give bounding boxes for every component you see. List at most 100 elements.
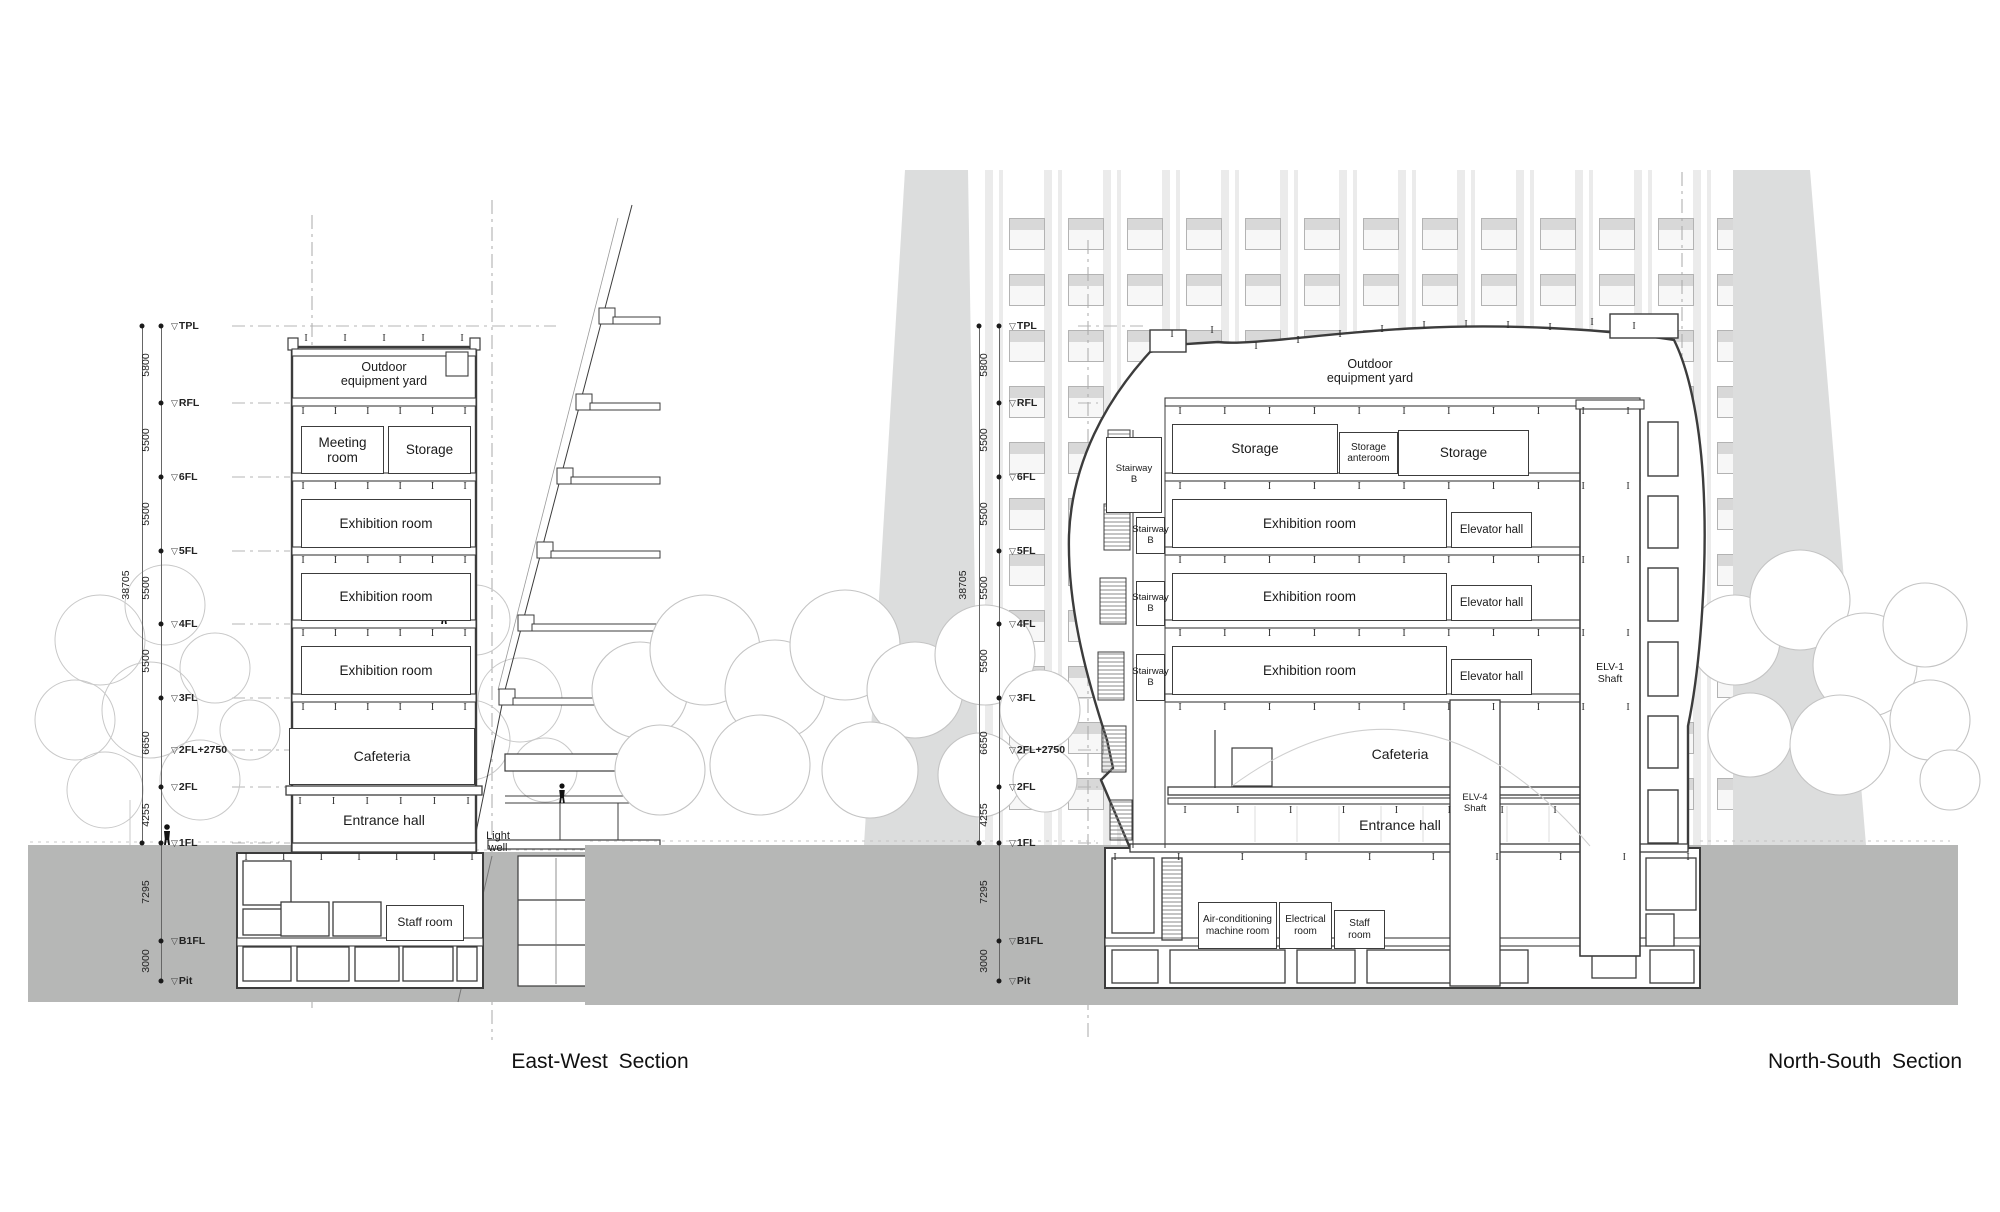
dim-dot-ns [996,695,1002,701]
level-label-5fl-ns: ▽5FL [1009,545,1036,557]
facade-window [1127,274,1163,306]
level-label-6fl-ew: ▽6FL [171,471,198,483]
level-marker-icon: ▽ [1009,782,1016,792]
room-light-well: Light well [486,829,510,854]
level-label-rfl-ns: ▽RFL [1009,397,1038,409]
level-marker-icon: ▽ [1009,472,1016,482]
room-cafeteria-ns: Cafeteria [1371,746,1429,763]
level-marker-icon: ▽ [1009,546,1016,556]
overall-dim-value-ew: 38705 [120,569,132,600]
dim-dot-ns [996,621,1002,627]
level-marker-icon: ▽ [171,693,178,703]
column-mark: I [1223,628,1227,639]
room-exhibition-room-4f: Exhibition room [301,573,471,621]
column-mark: I [1178,406,1182,417]
column-mark: I [1304,852,1308,863]
column-mark: I [1536,481,1541,492]
level-marker-icon: ▽ [171,782,178,792]
level-marker-icon: ▽ [171,321,178,331]
level-marker-icon: ▽ [171,936,178,946]
column-mark: I [333,555,338,566]
dim-dot-ns [996,400,1002,406]
column-mark: I [1240,852,1244,863]
column-mark: I [301,702,305,713]
level-label-rfl-ew: ▽RFL [171,397,200,409]
level-marker-icon: ▽ [1009,838,1016,848]
level-marker-icon: ▽ [1009,619,1016,629]
column-mark: I [430,555,435,566]
column-mark: I [463,702,467,713]
column-mark: I [1447,555,1451,566]
column-mark: I [1357,481,1361,492]
column-mark: I [382,333,386,344]
column-mark: I [1357,555,1361,566]
column-mark: I [244,852,248,863]
column-mark: I [1581,406,1585,417]
level-label-pit-ew: ▽Pit [171,975,193,987]
level-label-b1fl-ew: ▽B1FL [171,935,206,947]
column-mark: I [1447,406,1451,417]
column-mark: I [1357,702,1361,713]
column-mark: I [1581,555,1585,566]
room-exhibition-room-ns-3f: Exhibition room [1172,646,1447,695]
column-mark: I [1178,628,1182,639]
column-mark: I [1357,628,1361,639]
column-mark: I [1491,406,1496,417]
room-elevator-hall-4f: Elevator hall [1451,585,1532,621]
level-marker-icon: ▽ [1009,321,1016,331]
column-mark: I [1447,805,1451,816]
room-storage-anteroom: Storage anteroom [1339,432,1398,474]
room-exhibition-room-ns-4f: Exhibition room [1172,573,1447,621]
column-mark: I [430,481,435,492]
level-label-2fl-ns: ▽2FL [1009,781,1036,793]
column-mark: I [1402,481,1406,492]
column-mark: I [1558,852,1563,863]
level-marker-icon: ▽ [171,745,178,755]
overall-dim-line-ns [979,326,980,843]
column-mark: I [470,852,474,863]
column-mark: I [1183,805,1187,816]
room-electrical-room: Electrical room [1279,902,1332,949]
roof-anchor-mark: I [1590,317,1594,328]
facade-window [1363,274,1399,306]
level-marker-icon: ▽ [171,976,178,986]
room-staff-room-ns: Staff room [1334,910,1385,949]
room-outdoor-equipment-yard: Outdoor equipment yard [340,360,428,388]
column-mark: I [1236,805,1240,816]
dim-dot-ew [158,474,164,480]
column-mark: I [1626,628,1630,639]
level-label-1fl-ew: ▽1FL [171,837,198,849]
column-mark: I [1113,852,1117,863]
facade-window [1245,274,1281,306]
column-mark: I [1553,805,1557,816]
facade-window [1009,498,1045,530]
column-mark: I [1622,852,1626,863]
room-entrance-hall-ns: Entrance hall [1359,817,1441,834]
column-mark: I [1626,406,1630,417]
level-marker-icon: ▽ [1009,693,1016,703]
room-entrance-hall: Entrance hall [343,812,425,829]
column-mark: I [301,481,305,492]
roof-anchor-mark: I [1464,319,1468,330]
level-label-6fl-ns: ▽6FL [1009,471,1036,483]
column-mark: I [1536,406,1541,417]
room-stairway-b-6f: Stairway B [1106,437,1162,513]
facade-window [1009,218,1045,250]
column-mark: I [1312,628,1317,639]
facade-window [1009,330,1045,362]
facade-window [1245,218,1281,250]
column-mark: I [1312,702,1317,713]
column-mark: I [432,852,436,863]
facade-window [1068,274,1104,306]
level-label-1fl-ns: ▽1FL [1009,837,1036,849]
column-mark: I [398,702,402,713]
column-mark: I [460,333,464,344]
room-stairway-b-5f: Stairway B [1132,517,1169,554]
facade-window [1540,274,1576,306]
roof-anchor-mark: I [1506,320,1510,331]
overall-dim-value-ns: 38705 [957,569,969,600]
column-mark: I [1581,628,1585,639]
column-mark: I [430,628,435,639]
dim-value-ns: 3000 [978,949,990,973]
